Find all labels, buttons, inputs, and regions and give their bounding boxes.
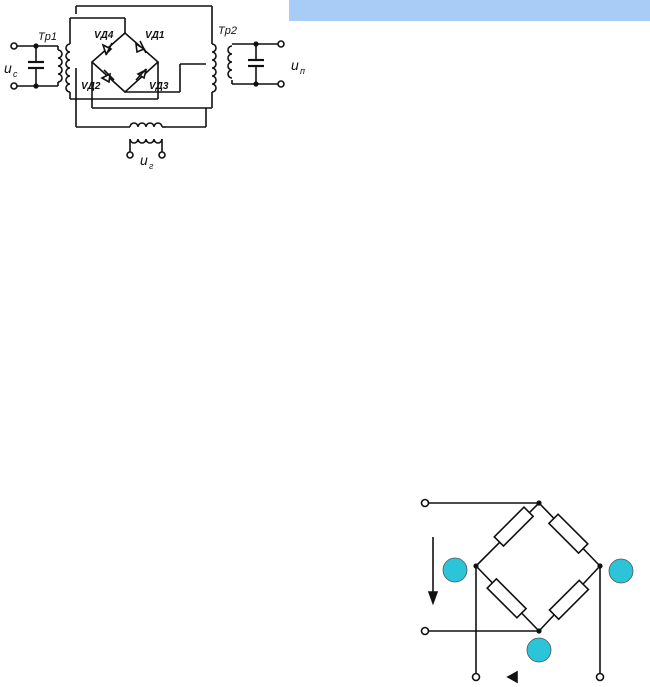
carrier-label: u xyxy=(140,152,148,168)
terminal-icon[interactable] xyxy=(126,151,134,159)
terminal-icon[interactable] xyxy=(471,672,481,682)
terminal-icon[interactable] xyxy=(10,82,18,90)
resistor-icon xyxy=(493,505,535,548)
bridge-nodes xyxy=(442,557,634,663)
terminal-icon[interactable] xyxy=(595,672,605,682)
terminal-icon[interactable] xyxy=(277,80,285,88)
resistor-icon xyxy=(548,579,590,621)
carrier-subscript: г xyxy=(149,161,154,171)
coil-icon xyxy=(129,138,163,144)
output-label: u xyxy=(291,57,299,73)
terminal-icon[interactable] xyxy=(10,42,18,50)
node-marker[interactable] xyxy=(608,558,634,584)
header-bar xyxy=(289,0,650,21)
terminal-icon[interactable] xyxy=(277,40,285,48)
coil-icon xyxy=(129,122,163,128)
diode-icon xyxy=(100,69,115,84)
output-subscript: п xyxy=(300,66,305,76)
tr1-label: Tp1 xyxy=(38,31,57,43)
tr2-label: Tp2 xyxy=(218,25,237,37)
coil-icon xyxy=(57,49,63,83)
node-marker[interactable] xyxy=(442,557,468,583)
signal-subscript: c xyxy=(13,69,18,79)
coil-icon xyxy=(211,43,217,93)
signal-label: u xyxy=(4,60,12,76)
diode-icon xyxy=(135,68,148,81)
diode-icon xyxy=(101,42,113,56)
coil-icon xyxy=(65,43,71,93)
resistor-icon xyxy=(547,513,589,555)
resistor-icon xyxy=(486,577,528,619)
diode-label-vd2: VД2 xyxy=(81,81,101,92)
terminal-icon[interactable] xyxy=(420,626,430,636)
modulator-labels: Tp1 Tp2 VД4 VД1 VД2 VД3 u c u п u г xyxy=(4,25,305,171)
diode-label-vd4: VД4 xyxy=(94,30,114,41)
modulator-circuit xyxy=(10,5,285,159)
coil-icon xyxy=(227,45,233,79)
terminal-icon[interactable] xyxy=(158,151,166,159)
diode-label-vd1: VД1 xyxy=(145,30,165,41)
arrow-icon xyxy=(506,670,518,684)
terminal-icon[interactable] xyxy=(420,498,430,508)
diode-label-vd3: VД3 xyxy=(149,81,169,92)
diode-icon xyxy=(134,40,147,54)
node-marker[interactable] xyxy=(526,637,552,663)
resistor-bridge xyxy=(420,498,605,684)
